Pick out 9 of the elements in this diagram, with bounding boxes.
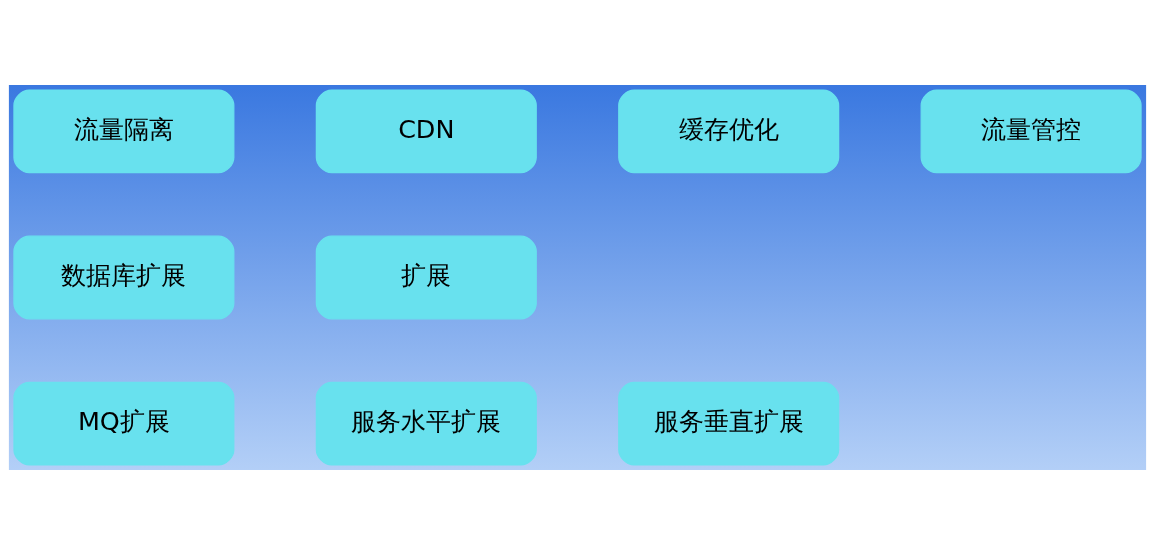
node-box: 流量管控	[920, 88, 1142, 173]
node-box: CDN	[315, 88, 537, 173]
node-box: MQ扩展	[13, 381, 235, 466]
node-box: 数据库扩展	[13, 235, 235, 319]
node-box: 服务水平扩展	[315, 381, 537, 466]
node-box: 缓存优化	[618, 88, 840, 173]
node-box: 服务垂直扩展	[618, 381, 840, 466]
node-box: 流量隔离	[13, 88, 235, 173]
node-box: 扩展	[315, 235, 537, 319]
